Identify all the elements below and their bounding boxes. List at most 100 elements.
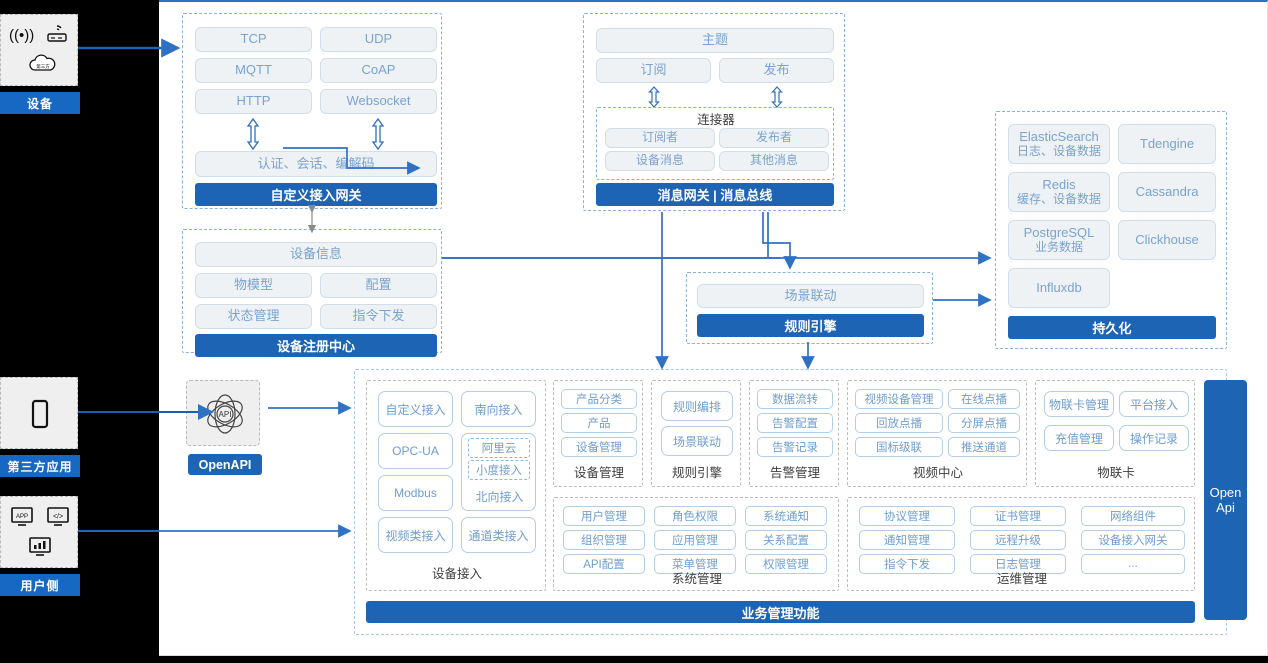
protocol-coap[interactable]: CoAP — [320, 58, 437, 83]
store-postgresql[interactable]: PostgreSQL 业务数据 — [1008, 220, 1110, 260]
om-more[interactable]: ... — [1081, 554, 1185, 574]
sm-user-mgmt[interactable]: 用户管理 — [563, 506, 645, 526]
registry-thing-model[interactable]: 物模型 — [195, 273, 312, 298]
access-southbound[interactable]: 南向接入 — [461, 391, 536, 427]
nested-xiaodu[interactable]: 小度接入 — [468, 460, 530, 480]
store-elasticsearch[interactable]: ElasticSearch 日志、设备数据 — [1008, 124, 1110, 164]
diagram-canvas: TCP UDP MQTT CoAP HTTP Websocket 认证、会话、编… — [159, 0, 1268, 656]
access-northbound-box[interactable]: 阿里云 小度接入 北向接入 — [461, 433, 536, 511]
am-alarm-record[interactable]: 告警记录 — [757, 437, 833, 457]
sm-org-mgmt[interactable]: 组织管理 — [563, 530, 645, 550]
store-cassandra[interactable]: Cassandra — [1118, 172, 1216, 212]
device-mgmt-caption: 设备管理 — [573, 465, 624, 480]
access-channel-type[interactable]: 通道类接入 — [461, 517, 536, 553]
sm-relation-cfg[interactable]: 关系配置 — [745, 530, 827, 550]
access-modbus[interactable]: Modbus — [378, 475, 453, 511]
rail-group-device: ((•)) 第三方 设备 — [0, 14, 80, 114]
third-party-icon-panel — [0, 377, 78, 449]
access-opc-ua[interactable]: OPC-UA — [378, 433, 453, 469]
video-center-group: 视频设备管理 在线点播 回放点播 分屏点播 国标级联 推送通道 视频中心 — [847, 380, 1027, 487]
ic-card-mgmt[interactable]: 物联卡管理 — [1044, 391, 1114, 417]
ic-recharge-mgmt[interactable]: 充值管理 — [1044, 425, 1114, 451]
vc-split-screen[interactable]: 分屏点播 — [948, 413, 1020, 433]
rail-group-third-party: 第三方应用 — [0, 377, 80, 477]
access-video-type[interactable]: 视频类接入 — [378, 517, 453, 553]
vc-gb-cascade[interactable]: 国标级联 — [855, 437, 943, 457]
re-rule-orchestration[interactable]: 规则编排 — [661, 391, 733, 421]
rail-group-user: APP </> 用户侧 — [0, 496, 80, 596]
gateway-bar[interactable]: 自定义接入网关 — [195, 183, 437, 206]
vc-video-device-mgmt[interactable]: 视频设备管理 — [855, 389, 943, 409]
double-arrow-sub-icon — [641, 86, 667, 108]
sm-app-mgmt[interactable]: 应用管理 — [654, 530, 736, 550]
message-bus-bar[interactable]: 消息网关 | 消息总线 — [596, 183, 834, 206]
am-alarm-config[interactable]: 告警配置 — [757, 413, 833, 433]
connector-subscriber[interactable]: 订阅者 — [605, 128, 715, 148]
dashboard-window-icon — [28, 537, 52, 562]
access-custom[interactable]: 自定义接入 — [378, 391, 453, 427]
om-remote-upgrade[interactable]: 远程升级 — [970, 530, 1066, 550]
registry-state-mgmt[interactable]: 状态管理 — [195, 304, 312, 329]
registry-config[interactable]: 配置 — [320, 273, 437, 298]
sm-role-perm[interactable]: 角色权限 — [654, 506, 736, 526]
topic-pill[interactable]: 主题 — [596, 28, 834, 53]
dm-device-mgmt[interactable]: 设备管理 — [561, 437, 637, 457]
publish-pill[interactable]: 发布 — [719, 58, 834, 83]
protocol-websocket[interactable]: Websocket — [320, 89, 437, 114]
om-command-send[interactable]: 指令下发 — [859, 554, 955, 574]
openapi-label-bar[interactable]: OpenAPI — [188, 454, 262, 475]
sm-api-config[interactable]: API配置 — [563, 554, 645, 574]
store-redis[interactable]: Redis 缓存、设备数据 — [1008, 172, 1110, 212]
om-protocol-mgmt[interactable]: 协议管理 — [859, 506, 955, 526]
sm-perm-mgmt[interactable]: 权限管理 — [745, 554, 827, 574]
device-info-pill[interactable]: 设备信息 — [195, 242, 437, 267]
business-management-bar[interactable]: 业务管理功能 — [366, 601, 1195, 623]
om-cert-mgmt[interactable]: 证书管理 — [970, 506, 1066, 526]
connector-publisher[interactable]: 发布者 — [719, 128, 829, 148]
ic-operation-log[interactable]: 操作记录 — [1119, 425, 1189, 451]
persistence-bar[interactable]: 持久化 — [1008, 316, 1216, 339]
store-tdengine[interactable]: Tdengine — [1118, 124, 1216, 164]
registry-command-send[interactable]: 指令下发 — [320, 304, 437, 329]
double-arrow-pub-icon — [764, 86, 790, 108]
protocol-mqtt[interactable]: MQTT — [195, 58, 312, 83]
ic-platform-access[interactable]: 平台接入 — [1119, 391, 1189, 417]
scene-linkage-pill[interactable]: 场景联动 — [697, 284, 924, 308]
alarm-mgmt-caption: 告警管理 — [769, 465, 820, 480]
am-data-flow[interactable]: 数据流转 — [757, 389, 833, 409]
om-log-mgmt[interactable]: 日志管理 — [970, 554, 1066, 574]
signal-icon: ((•)) — [9, 27, 35, 44]
router-icon — [45, 23, 69, 50]
nested-aliyun[interactable]: 阿里云 — [468, 438, 530, 458]
ops-mgmt-group: 协议管理 证书管理 网络组件 通知管理 远程升级 设备接入网关 指令下发 日志管… — [847, 497, 1195, 591]
gateway-middle-pill[interactable]: 认证、会话、编解码 — [195, 151, 437, 177]
openapi-block: API OpenAPI — [186, 380, 270, 475]
subscribe-pill[interactable]: 订阅 — [596, 58, 711, 83]
connector-other-msg[interactable]: 其他消息 — [719, 151, 829, 171]
protocol-tcp[interactable]: TCP — [195, 27, 312, 52]
re-scene-linkage[interactable]: 场景联动 — [661, 426, 733, 456]
protocol-http[interactable]: HTTP — [195, 89, 312, 114]
user-icon-panel: APP </> — [0, 496, 78, 568]
om-device-gateway[interactable]: 设备接入网关 — [1081, 530, 1185, 550]
dm-product-category[interactable]: 产品分类 — [561, 389, 637, 409]
device-registry-bar[interactable]: 设备注册中心 — [195, 334, 437, 357]
om-notice-mgmt[interactable]: 通知管理 — [859, 530, 955, 550]
iot-card-caption: 物联卡 — [1097, 465, 1135, 480]
open-api-side-line1: Open — [1209, 485, 1242, 500]
protocol-udp[interactable]: UDP — [320, 27, 437, 52]
sm-menu-mgmt[interactable]: 菜单管理 — [654, 554, 736, 574]
open-api-side-bar[interactable]: Open Api — [1204, 380, 1247, 620]
sm-sys-notice[interactable]: 系统通知 — [745, 506, 827, 526]
store-redis-sub: 缓存、设备数据 — [1016, 191, 1101, 206]
vc-push-channel[interactable]: 推送通道 — [948, 437, 1020, 457]
vc-playback[interactable]: 回放点播 — [855, 413, 943, 433]
rule-engine-bar[interactable]: 规则引擎 — [697, 314, 924, 337]
dm-product[interactable]: 产品 — [561, 413, 637, 433]
store-influxdb[interactable]: Influxdb — [1008, 268, 1110, 308]
store-clickhouse[interactable]: Clickhouse — [1118, 220, 1216, 260]
alarm-mgmt-group: 数据流转 告警配置 告警记录 告警管理 — [749, 380, 839, 487]
connector-device-msg[interactable]: 设备消息 — [605, 151, 715, 171]
vc-online-play[interactable]: 在线点播 — [948, 389, 1020, 409]
om-network-comp[interactable]: 网络组件 — [1081, 506, 1185, 526]
